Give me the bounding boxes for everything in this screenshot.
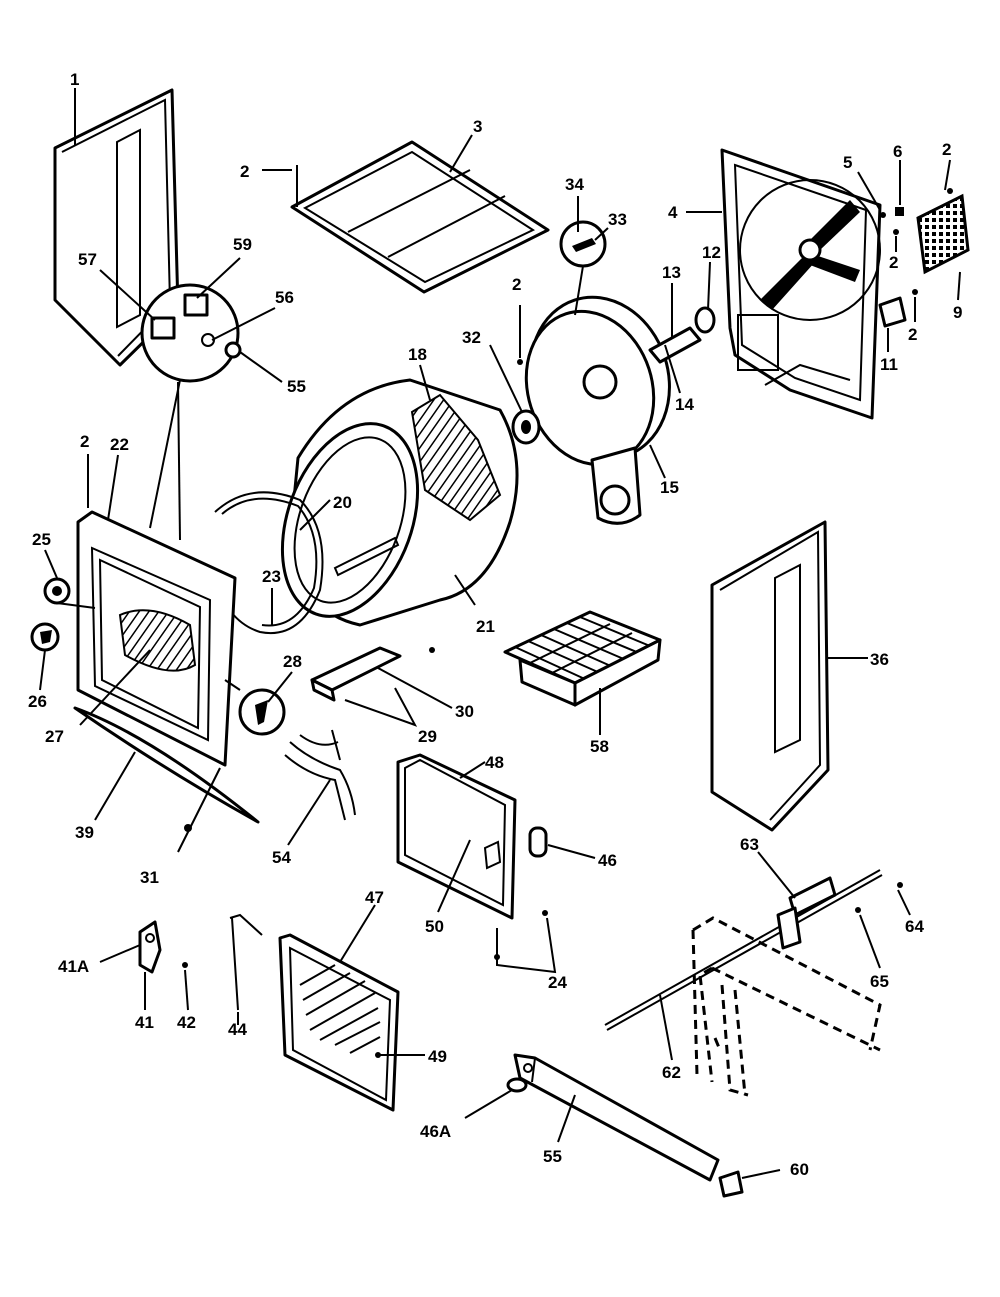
part-9-grille	[916, 159, 970, 301]
part-22-front-panel	[76, 454, 237, 767]
part-46-clip	[528, 826, 596, 859]
part-21-drum	[280, 364, 519, 627]
label-24: 24	[548, 973, 567, 992]
label-2a: 2	[240, 162, 249, 181]
label-28: 28	[283, 652, 302, 671]
part-55-toe-rail	[464, 1053, 781, 1198]
label-64: 64	[905, 917, 924, 936]
label-23: 23	[262, 567, 281, 586]
parts-62-65-rod-assembly	[604, 851, 911, 1061]
label-2c: 2	[942, 140, 951, 159]
part-32-bearing	[489, 344, 541, 445]
part-labels: 1 2 3 34 33 2 5 6 2 4 2 9 2 11 13 12 14 …	[28, 70, 962, 1179]
label-39: 39	[75, 823, 94, 842]
label-62: 62	[662, 1063, 681, 1082]
label-2d: 2	[889, 253, 898, 272]
label-26: 26	[28, 692, 47, 711]
label-21: 21	[476, 617, 495, 636]
part-54-harness	[284, 729, 356, 846]
label-58: 58	[590, 737, 609, 756]
label-18: 18	[408, 345, 427, 364]
base-frame-dashed	[691, 916, 882, 1097]
label-42: 42	[177, 1013, 196, 1032]
label-48: 48	[485, 753, 504, 772]
label-15: 15	[660, 478, 679, 497]
label-59: 59	[233, 235, 252, 254]
label-14: 14	[675, 395, 694, 414]
label-57: 57	[78, 250, 97, 269]
label-50: 50	[425, 917, 444, 936]
label-49: 49	[428, 1047, 447, 1066]
label-2g: 2	[80, 432, 89, 451]
label-2e: 2	[908, 325, 917, 344]
label-29: 29	[418, 727, 437, 746]
parts-47-49-filter-panel	[278, 904, 425, 1112]
label-5: 5	[843, 153, 852, 172]
label-60: 60	[790, 1160, 809, 1179]
label-22: 22	[110, 435, 129, 454]
part-58-rack	[503, 610, 662, 735]
parts-39-31-strip	[73, 706, 260, 853]
label-34: 34	[565, 175, 584, 194]
label-33: 33	[608, 210, 627, 229]
label-25: 25	[32, 530, 51, 549]
label-20: 20	[333, 493, 352, 512]
label-55: 55	[287, 377, 306, 396]
label-65: 65	[870, 972, 889, 991]
part-15-bulkhead	[517, 295, 671, 525]
label-6: 6	[893, 142, 902, 161]
label-13: 13	[662, 263, 681, 282]
parts-48-50-access-panel	[396, 753, 557, 974]
part-36-side-panel	[710, 520, 868, 832]
label-63: 63	[740, 835, 759, 854]
label-31: 31	[140, 868, 159, 887]
label-47: 47	[365, 888, 384, 907]
shaft-12-13-14	[648, 261, 716, 394]
label-11: 11	[880, 355, 898, 374]
label-46a: 46A	[420, 1122, 451, 1141]
label-55b: 55	[543, 1147, 562, 1166]
label-46: 46	[598, 851, 617, 870]
label-12: 12	[702, 243, 721, 262]
label-32: 32	[462, 328, 481, 347]
bearing-detail-33-34	[559, 196, 609, 316]
label-9: 9	[953, 303, 962, 322]
part-44-rod	[229, 913, 263, 1025]
label-1: 1	[70, 70, 79, 89]
detail-circle-55-59	[99, 257, 283, 541]
label-41: 41	[135, 1013, 154, 1032]
label-41a: 41A	[58, 957, 89, 976]
label-44: 44	[228, 1020, 247, 1039]
parts-25-26-knobs	[30, 549, 96, 691]
label-4: 4	[668, 203, 678, 222]
label-54: 54	[272, 848, 291, 867]
label-27: 27	[45, 727, 64, 746]
part-28-detail	[224, 671, 293, 736]
label-56: 56	[275, 288, 294, 307]
parts-41-42-bracket	[99, 920, 189, 1011]
hardware-5-6-11	[857, 160, 918, 352]
label-36: 36	[870, 650, 889, 669]
parts-29-30-duct	[310, 646, 453, 727]
label-30: 30	[455, 702, 474, 721]
part-20-23-seal	[214, 491, 331, 635]
part-3-top-panel	[262, 134, 550, 294]
part-27-leader	[79, 649, 151, 726]
label-3: 3	[473, 117, 482, 136]
part-4-rear-panel	[686, 148, 882, 420]
label-2b: 2	[512, 275, 521, 294]
